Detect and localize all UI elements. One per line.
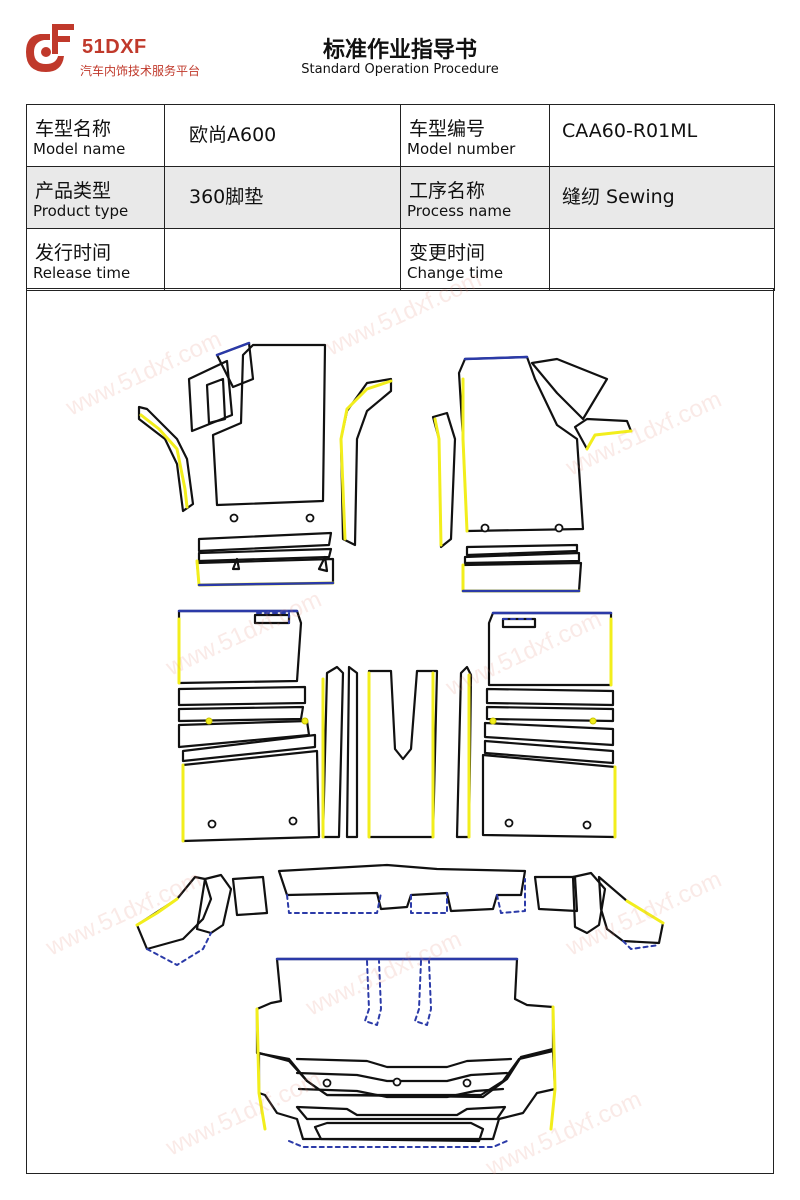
trunk-mat-group	[255, 957, 557, 1143]
info-table: 车型名称 Model name 欧尚A600 车型编号 Model number…	[26, 104, 775, 291]
dashed-edge-6	[496, 878, 526, 914]
change-time-value	[550, 229, 774, 244]
model-name-label: 车型名称 Model name	[26, 104, 165, 167]
edge-yellow-6	[585, 429, 633, 451]
product-type-label-en: Product type	[33, 202, 129, 220]
page-title: 标准作业指导书	[322, 38, 477, 63]
edge-yellow-3	[195, 559, 335, 587]
model-name-value-cell: 欧尚A600	[164, 104, 401, 167]
model-name-label-en: Model name	[33, 140, 126, 158]
hole-9	[322, 1078, 332, 1088]
change-time-label-en: Change time	[407, 264, 504, 282]
product-type-label: 产品类型 Product type	[26, 166, 165, 229]
edge-blue-1	[215, 341, 251, 357]
release-time-label-en: Release time	[33, 264, 131, 282]
model-name-value: 欧尚A600	[189, 124, 277, 146]
page-subtitle: Standard Operation Procedure	[301, 62, 499, 77]
product-type-value-cell: 360脚垫	[164, 166, 401, 229]
edge-yellow-19	[549, 1005, 557, 1131]
hole-7	[504, 818, 514, 828]
model-number-value-cell: CAA60-R01ML	[549, 104, 775, 167]
release-time-value	[165, 229, 400, 244]
marker-4	[589, 717, 597, 725]
third-row-left-group	[135, 873, 269, 951]
dashed-edge-10	[288, 1140, 508, 1148]
third-row-center-strip	[277, 863, 527, 913]
release-time-label-zh: 发行时间	[35, 242, 112, 264]
release-time-value-cell	[164, 228, 401, 291]
process-name-value: 缝纫 Sewing	[562, 186, 675, 208]
edge-yellow-18	[255, 1007, 267, 1131]
hole-6	[288, 816, 298, 826]
edge-yellow-16	[135, 897, 179, 927]
dashed-edge-9	[414, 960, 432, 1026]
change-time-label-zh: 变更时间	[409, 242, 486, 264]
dashed-edge-8	[364, 960, 382, 1026]
edge-yellow-1	[139, 413, 189, 509]
edge-yellow-2	[339, 379, 393, 541]
logo-mark-icon	[26, 24, 74, 72]
hole-2	[305, 513, 315, 523]
marker-2	[301, 717, 309, 725]
edge-yellow-7	[461, 563, 581, 593]
brand-tagline: 汽车内饰技术服务平台	[80, 64, 201, 78]
process-name-value-cell: 缝纫 Sewing	[549, 166, 775, 229]
rear-left-mat-group	[177, 609, 321, 843]
process-name-label: 工序名称 Process name	[400, 166, 550, 229]
edge-yellow-4	[461, 377, 469, 533]
dashed-edge-7	[622, 940, 660, 950]
hole-11	[462, 1078, 472, 1088]
dashed-edge-4	[286, 892, 382, 914]
front-left-mat-group	[137, 341, 393, 587]
edge-blue-3	[463, 355, 529, 361]
release-time-label: 发行时间 Release time	[26, 228, 165, 291]
dashed-edge-5	[410, 892, 448, 914]
process-name-label-en: Process name	[407, 202, 512, 220]
process-name-label-zh: 工序名称	[409, 180, 486, 202]
third-row-right-group	[533, 871, 665, 945]
product-type-label-zh: 产品类型	[35, 180, 112, 202]
change-time-value-cell	[549, 228, 775, 291]
hole-5	[207, 819, 217, 829]
brand-name: 51DXF	[82, 36, 147, 58]
hole-8	[582, 820, 592, 830]
product-type-value: 360脚垫	[189, 186, 264, 208]
model-number-label-en: Model number	[407, 140, 516, 158]
change-time-label: 变更时间 Change time	[400, 228, 550, 291]
hole-1	[229, 513, 239, 523]
hole-4	[554, 523, 564, 533]
pattern-drawing	[135, 341, 665, 1148]
edge-yellow-17	[625, 899, 665, 925]
logo: 51DXF 汽车内饰技术服务平台	[22, 20, 242, 80]
rear-right-mat-group	[481, 611, 617, 839]
edge-blue-2	[197, 581, 335, 587]
floor-mat-pattern-diagram	[26, 288, 774, 1174]
model-number-value: CAA60-R01ML	[562, 120, 698, 142]
edge-yellow-5	[433, 417, 443, 547]
marker-1	[205, 717, 213, 725]
hole-3	[480, 523, 490, 533]
model-number-label: 车型编号 Model number	[400, 104, 550, 167]
center-tunnel-group	[321, 665, 473, 839]
dashed-edge-3	[146, 932, 212, 966]
model-name-label-zh: 车型名称	[35, 118, 112, 140]
hole-10	[392, 1077, 402, 1087]
model-number-label-zh: 车型编号	[409, 118, 486, 140]
marker-3	[489, 717, 497, 725]
dashed-edge-1	[256, 612, 290, 624]
